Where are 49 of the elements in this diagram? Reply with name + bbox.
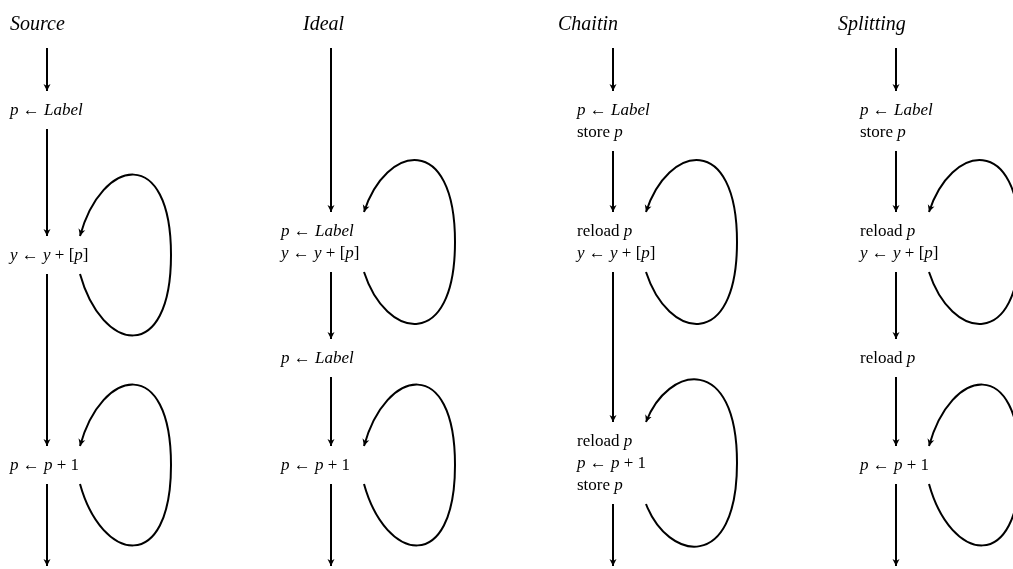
code-statement: store p — [577, 474, 624, 496]
arrow — [327, 376, 335, 447]
code-statement: y ← y + [p] — [10, 244, 89, 266]
arrow — [43, 273, 51, 447]
loop-arrow — [363, 159, 456, 325]
loop-arrow — [645, 378, 738, 548]
arrow — [327, 47, 335, 213]
loop-arrow — [79, 173, 172, 337]
code-statement: reload p — [860, 220, 917, 242]
arrow — [609, 47, 617, 92]
loop-arrow — [928, 159, 1013, 325]
code-statement: reload p — [860, 347, 916, 369]
arrow — [892, 483, 900, 567]
loop-arrow — [645, 159, 738, 325]
code-statement: p ← Label — [281, 347, 354, 369]
loop-arrow — [363, 383, 456, 547]
code-statement: p ← p + 1 — [281, 454, 351, 476]
code-statement: p ← Label — [577, 99, 650, 121]
code-statement: p ← p + 1 — [10, 454, 80, 476]
code-statement: p ← p + 1 — [860, 454, 930, 476]
code-statement: y ← y + [p] — [860, 242, 939, 264]
arrow — [609, 503, 617, 567]
code-statement: p ← Label — [281, 220, 355, 242]
arrow — [43, 483, 51, 567]
code-statement: y ← y + [p] — [577, 242, 656, 264]
arrow — [892, 47, 900, 92]
column-heading: Ideal — [303, 12, 345, 35]
arrow — [43, 47, 51, 92]
arrow — [609, 150, 617, 213]
arrow — [327, 271, 335, 340]
column-heading: Chaitin — [558, 12, 618, 35]
code-statement: p ← Label — [10, 99, 83, 121]
arrow — [892, 376, 900, 447]
code-statement: reload p — [577, 220, 634, 242]
code-statement: p ← Label — [860, 99, 933, 121]
column-heading: Source — [10, 12, 65, 35]
code-statement: reload p — [577, 430, 634, 452]
column-heading: Splitting — [838, 12, 906, 35]
arrow — [892, 150, 900, 213]
arrow — [43, 128, 51, 237]
arrow — [609, 271, 617, 423]
arrow — [892, 271, 900, 340]
code-statement: p ← p + 1 — [577, 452, 647, 474]
loop-arrow — [928, 383, 1013, 547]
code-statement: store p — [860, 121, 907, 143]
loop-arrow — [79, 383, 172, 547]
arrow — [327, 483, 335, 567]
code-statement: y ← y + [p] — [281, 242, 360, 264]
code-statement: store p — [577, 121, 624, 143]
